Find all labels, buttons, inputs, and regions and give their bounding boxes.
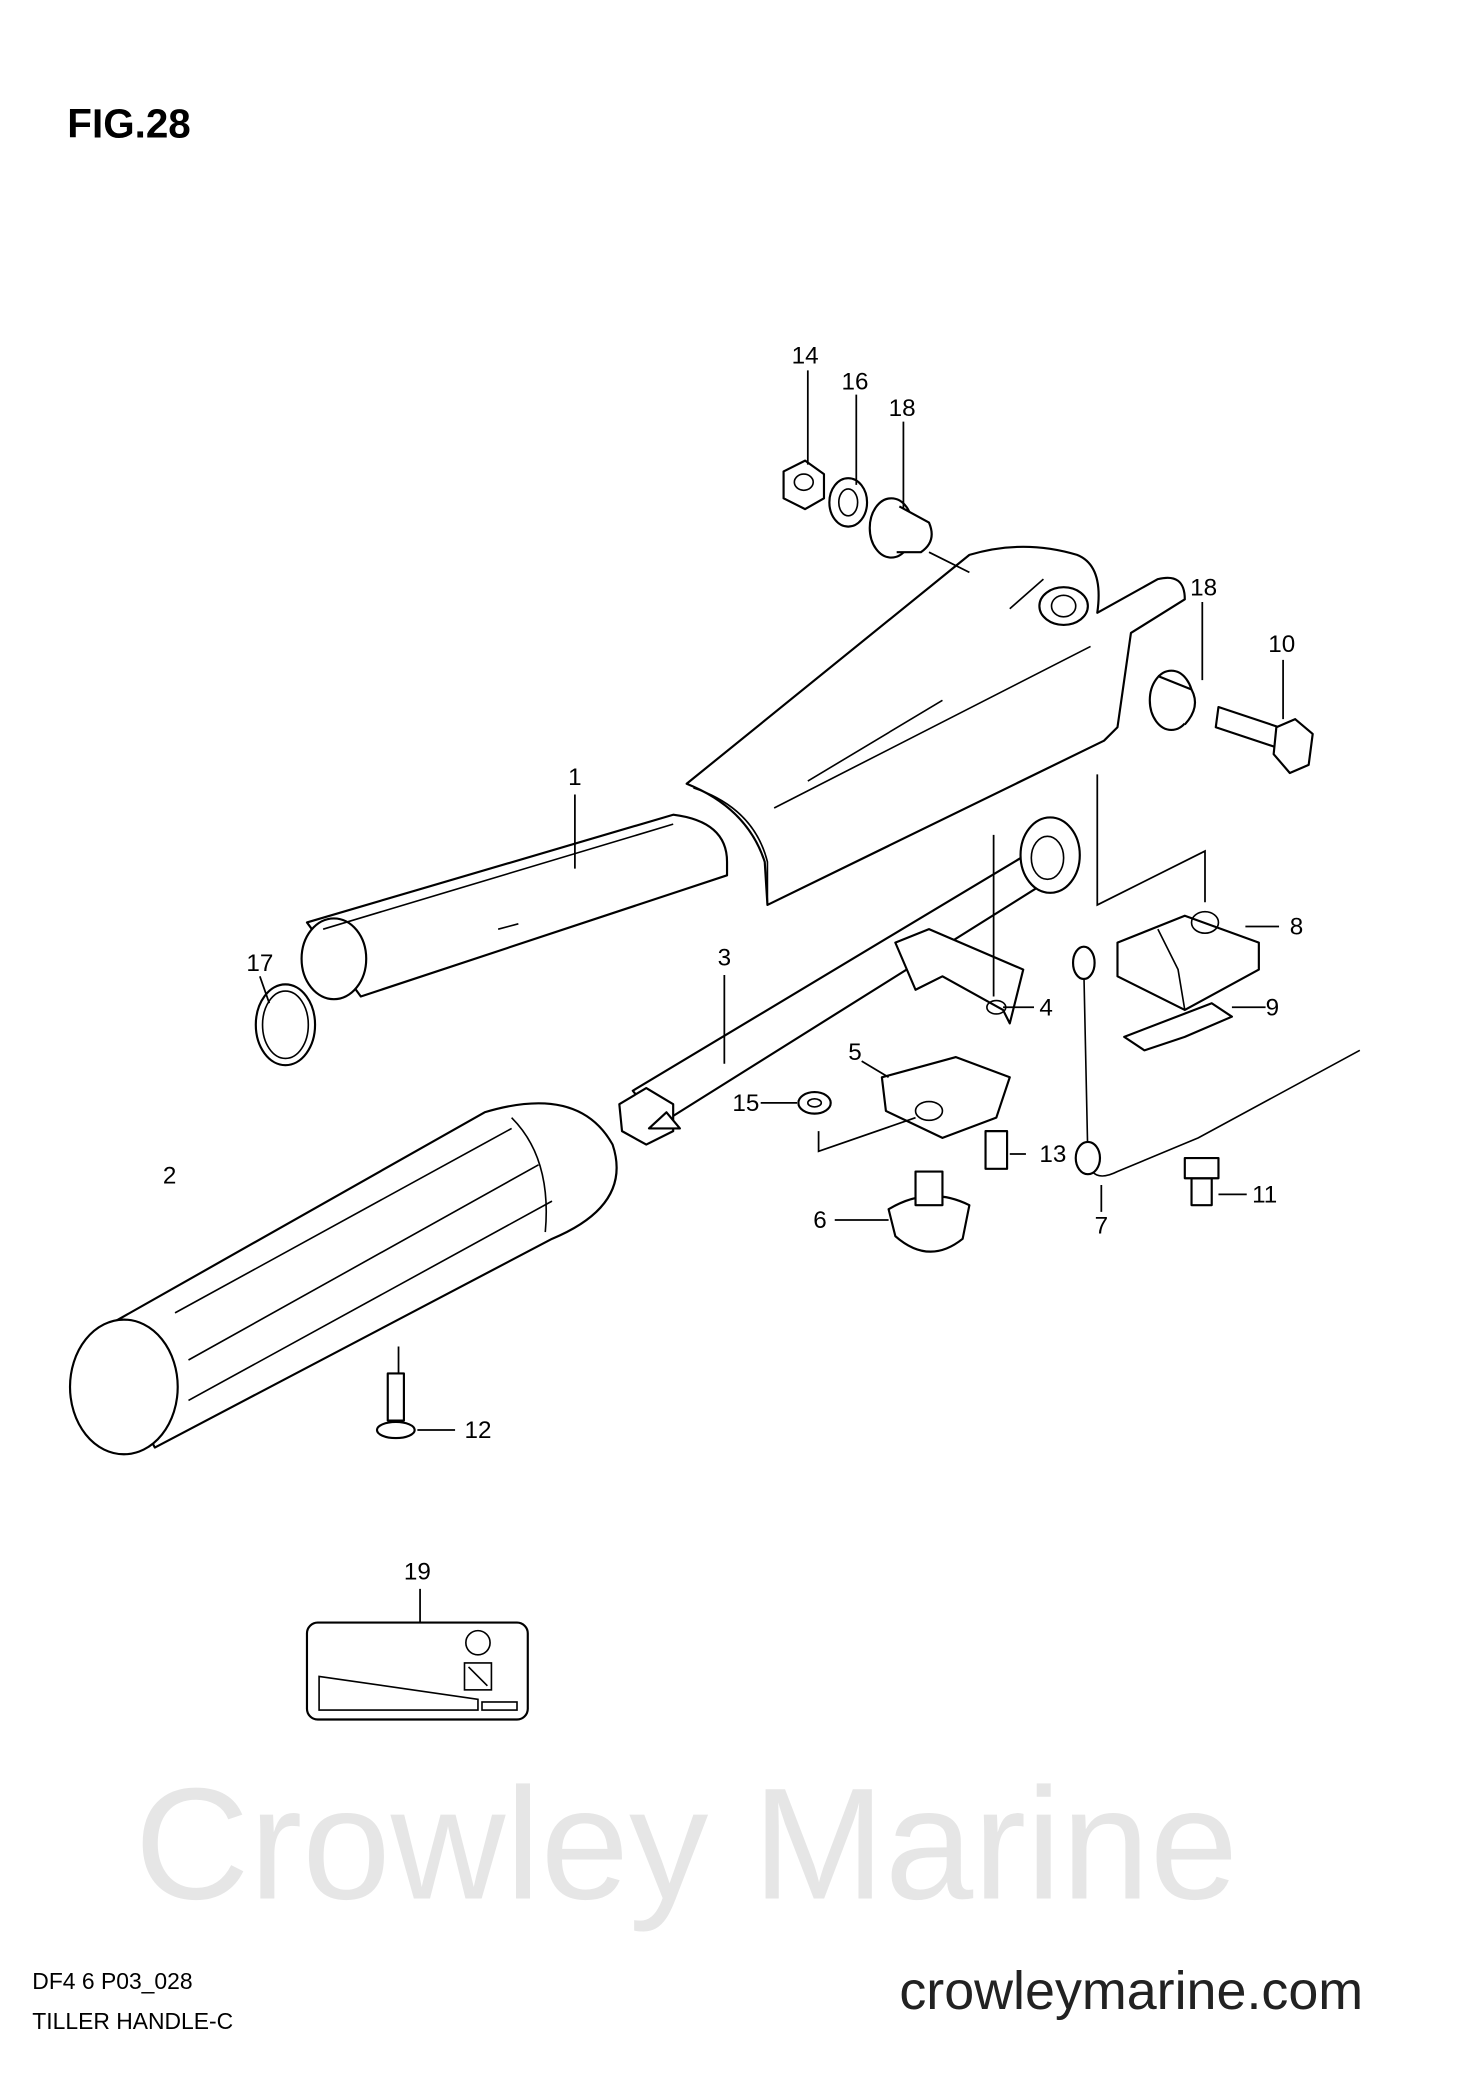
watermark: Crowley Marine — [135, 1755, 1238, 1933]
callout-13: 13 — [1039, 1141, 1066, 1168]
part-15-washer — [797, 1091, 832, 1115]
callout-5: 5 — [848, 1039, 861, 1066]
callout-18-top: 18 — [889, 395, 916, 422]
part-2-throttle-grip — [68, 1102, 681, 1456]
part-6-knob — [887, 1170, 971, 1253]
callout-15: 15 — [732, 1090, 759, 1117]
callout-18-right: 18 — [1190, 574, 1217, 601]
callout-4: 4 — [1039, 994, 1052, 1021]
part-7-cable — [1071, 945, 1361, 1177]
callout-6: 6 — [813, 1207, 826, 1234]
callout-10: 10 — [1268, 631, 1295, 658]
callout-1: 1 — [568, 764, 581, 791]
part-3-throttle-shaft — [618, 816, 1081, 1146]
part-1-tiller-bracket — [300, 545, 1186, 1001]
part-18-bushing-right — [1148, 669, 1197, 731]
part-11-bolt — [1183, 1156, 1220, 1207]
part-8-switch — [1116, 910, 1260, 1012]
section-title: TILLER HANDLE-C — [32, 2008, 233, 2034]
callout-2: 2 — [163, 1163, 176, 1190]
callout-12: 12 — [464, 1417, 491, 1444]
callout-3: 3 — [718, 945, 731, 972]
part-19-decal — [305, 1621, 529, 1721]
leader-lines — [259, 370, 1284, 1623]
callout-7: 7 — [1095, 1212, 1108, 1239]
part-10-bolt — [1214, 705, 1314, 775]
website-link[interactable]: crowleymarine.com — [899, 1961, 1363, 2021]
part-16-washer — [828, 477, 869, 528]
part-17-o-ring — [254, 983, 317, 1067]
callout-14: 14 — [792, 343, 819, 370]
callout-9: 9 — [1266, 994, 1279, 1021]
figure-title: FIG.28 — [67, 101, 190, 147]
part-18-bushing-top — [868, 497, 933, 559]
callout-19: 19 — [404, 1558, 431, 1585]
part-13-screw — [984, 1130, 1009, 1170]
part-9-plate — [1123, 1002, 1233, 1052]
callout-11: 11 — [1252, 1181, 1277, 1208]
part-5-bracket — [880, 1056, 1011, 1139]
model-code: DF4 6 P03_028 — [32, 1968, 192, 1994]
part-14-nut — [782, 459, 826, 511]
part-4-plate — [894, 928, 1025, 1025]
callout-16: 16 — [841, 368, 868, 395]
part-12-screw — [375, 1372, 416, 1440]
callout-8: 8 — [1290, 914, 1303, 941]
callout-17: 17 — [246, 950, 273, 977]
